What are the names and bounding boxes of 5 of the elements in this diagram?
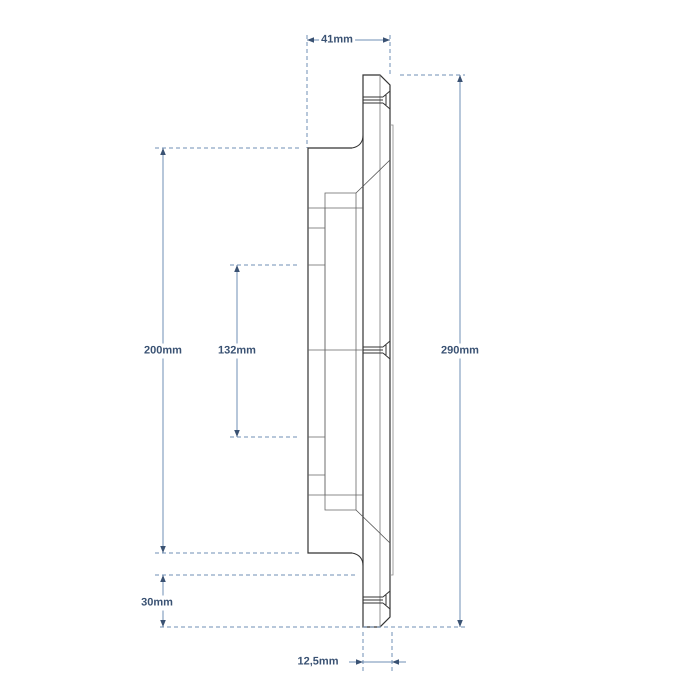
dimension-label: 200mm [142, 344, 184, 358]
dimension-label: 12,5mm [296, 654, 340, 670]
dimension-label: 30mm [139, 596, 175, 610]
dimension-label: 290mm [439, 344, 481, 358]
dimension-label: 132mm [216, 344, 258, 358]
